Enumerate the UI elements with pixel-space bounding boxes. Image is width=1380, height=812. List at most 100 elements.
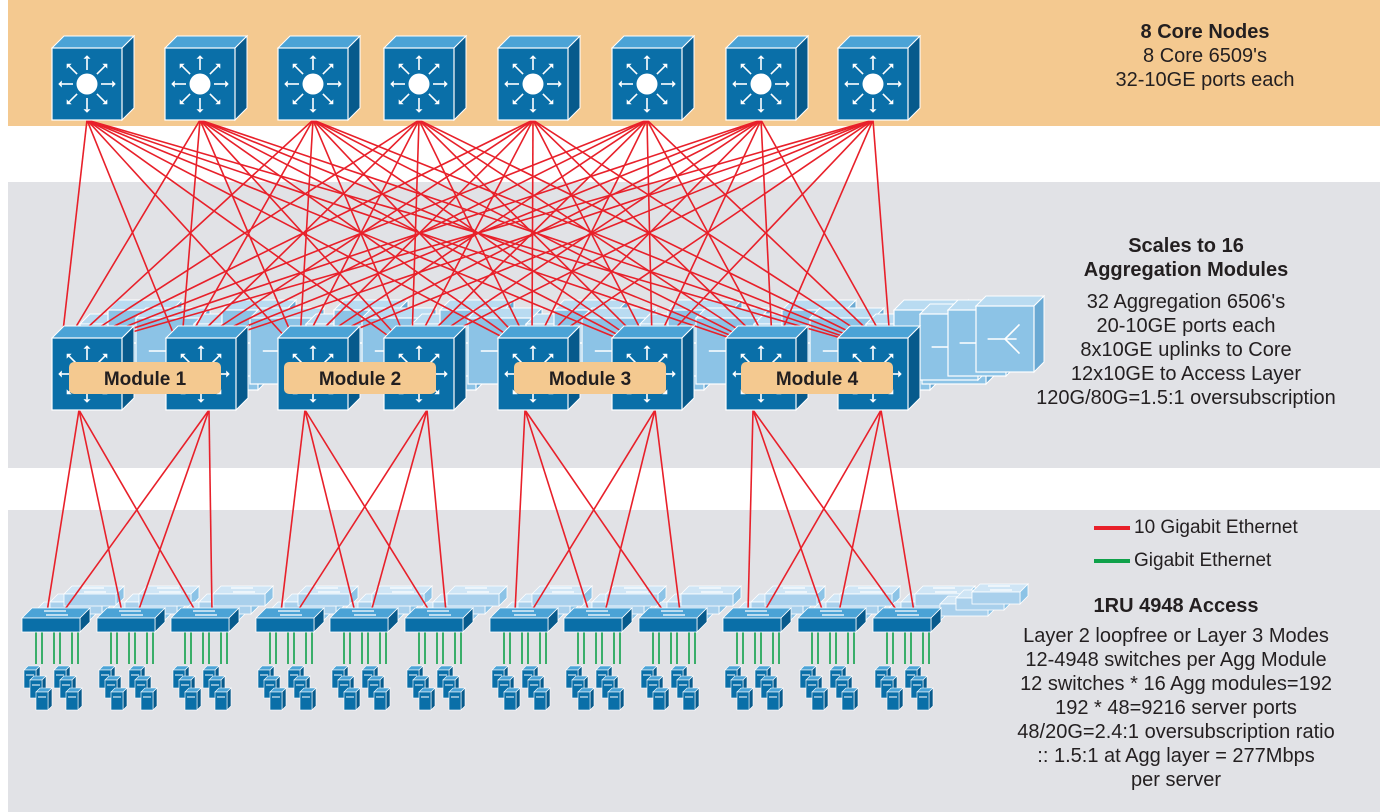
ten-gigabit-ethernet-link (217, 119, 874, 341)
ghost-access-switch (138, 585, 200, 607)
access-switch (329, 607, 399, 633)
red-line-swatch-icon (1094, 526, 1130, 530)
core-switch (50, 34, 136, 122)
ten-gigabit-ethernet-link (532, 119, 873, 341)
server-icon (607, 687, 625, 711)
ten-gigabit-ethernet-link (61, 119, 88, 341)
ten-gigabit-ethernet-link (429, 119, 762, 341)
ten-gigabit-ethernet-link (838, 409, 882, 613)
aggregation-layer-line: 8x10GE uplinks to Core (1080, 339, 1292, 361)
server-icon (577, 687, 595, 711)
ten-gigabit-ethernet-link (532, 119, 647, 341)
access-layer-line: 12-4948 switches per Agg Module (1025, 649, 1327, 671)
access-layer-line: per server (1130, 769, 1222, 791)
ten-gigabit-ethernet-link (323, 119, 762, 341)
ten-gigabit-ethernet-link (78, 409, 123, 613)
server-icon (766, 687, 784, 711)
access-switch (404, 607, 474, 633)
ten-gigabit-ethernet-link (654, 409, 681, 613)
server-icon (361, 665, 379, 689)
aggregation-layer-line: 32 Aggregation 6506's (1086, 291, 1286, 313)
ghost-access-switch (680, 585, 742, 607)
ten-gigabit-ethernet-link (663, 119, 874, 341)
aggregation-layer-line: 120G/80G=1.5:1 oversubscription (1036, 387, 1336, 409)
ten-gigabit-ethernet-link (296, 409, 428, 613)
ghost-access-switch (63, 585, 125, 607)
server-icon (110, 687, 128, 711)
ghost-access-switch (839, 585, 901, 607)
access-layer-line: 12 switches * 16 Agg modules=192 (1020, 673, 1332, 695)
access-switch (21, 607, 91, 633)
access-switch (170, 607, 240, 633)
access-layer-title: 1RU 4948 Access (1093, 595, 1259, 617)
core-switch (276, 34, 362, 122)
core-layer-line: 8 Core 6509's (1143, 45, 1267, 67)
ten-gigabit-ethernet-link (524, 409, 665, 613)
ten-gigabit-ethernet-link (872, 119, 891, 341)
ten-gigabit-ethernet-link (646, 119, 653, 341)
module-label: Module 4 (741, 362, 893, 394)
access-layer-line: 48/20G=2.4:1 oversubscription ratio (1017, 721, 1335, 743)
ten-gigabit-ethernet-link (747, 409, 754, 613)
server-icon (263, 675, 281, 699)
server-icon (418, 687, 436, 711)
ten-gigabit-ethernet-link (418, 119, 867, 341)
ten-gigabit-ethernet-link (208, 409, 213, 613)
ten-gigabit-ethernet-link (752, 409, 899, 613)
ten-gigabit-ethernet-link (435, 119, 874, 341)
core-switch (163, 34, 249, 122)
access-layer-line: 192 * 48=9216 server ports (1055, 697, 1297, 719)
ten-gigabit-ethernet-link (91, 119, 648, 341)
ten-gigabit-ethernet-link (46, 409, 80, 613)
ghost-aggregation-switch (974, 294, 1046, 374)
core-switch (724, 34, 810, 122)
server-icon (269, 687, 287, 711)
ten-gigabit-ethernet-link (530, 409, 656, 613)
core-layer-title: 8 Core Nodes (1140, 21, 1270, 43)
ten-gigabit-ethernet-link (86, 119, 395, 341)
ten-gigabit-ethernet-link (777, 119, 874, 341)
green-line-swatch-icon (1094, 559, 1130, 563)
ten-gigabit-ethernet-link (67, 119, 201, 341)
server-icon (373, 687, 391, 711)
ten-gigabit-ethernet-link (549, 119, 874, 341)
core-switches (50, 34, 922, 122)
aggregation-layer-line: 12x10GE to Access Layer (1070, 363, 1302, 385)
ten-gigabit-ethernet-link (604, 409, 656, 613)
ten-gigabit-ethernet-link (199, 119, 401, 341)
ten-gigabit-ethernet-link (317, 119, 648, 341)
server-icon (214, 687, 232, 711)
server-icon (448, 687, 466, 711)
access-switch (638, 607, 708, 633)
ten-gigabit-ethernet-links (46, 119, 915, 613)
ten-gigabit-ethernet-link (62, 409, 210, 613)
access-layer-line: :: 1.5:1 at Agg layer = 277Mbps (1037, 745, 1315, 767)
ten-gigabit-ethernet-link (763, 409, 882, 613)
server-icon (652, 687, 670, 711)
ten-gigabit-ethernet-link (199, 119, 855, 341)
module-label-text: Module 2 (319, 369, 401, 390)
access-layer-note: 1RU 4948 Access Layer 2 loopfree or Laye… (980, 594, 1372, 792)
access-switches (21, 607, 942, 633)
server-icon (35, 687, 53, 711)
ten-gigabit-ethernet-link (78, 409, 197, 613)
ten-gigabit-ethernet-link (199, 119, 534, 341)
ten-gigabit-ethernet-link (426, 409, 447, 613)
server-icon (916, 687, 934, 711)
server-icon (128, 665, 146, 689)
server-icon (503, 687, 521, 711)
ten-gigabit-ethernet-link (524, 409, 590, 613)
server-icon (343, 687, 361, 711)
module-label: Module 1 (69, 362, 221, 394)
ghost-access-switch (371, 585, 433, 607)
access-switch (96, 607, 166, 633)
access-layer-band (8, 510, 1380, 812)
gigabit-ethernet-links (35, 632, 930, 664)
aggregation-layer-note: Scales to 16 Aggregation Modules 32 Aggr… (1000, 234, 1372, 410)
access-switch (563, 607, 633, 633)
ghost-access-switch (446, 585, 508, 607)
module-label: Module 2 (284, 362, 436, 394)
ten-gigabit-ethernet-link (537, 119, 648, 341)
